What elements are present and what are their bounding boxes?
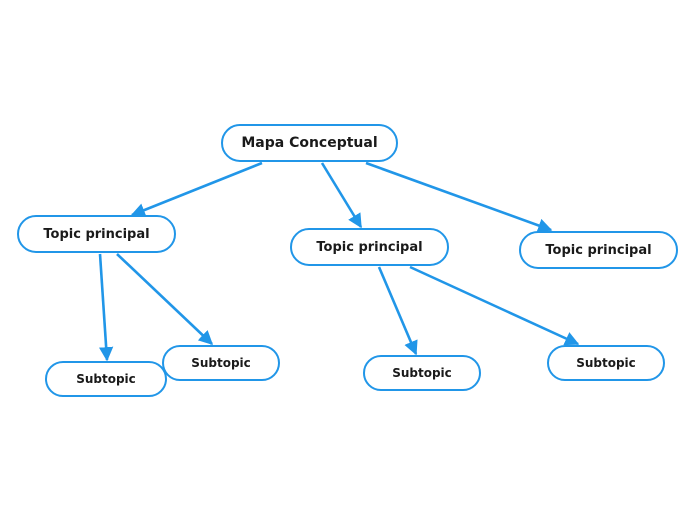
node-sub3[interactable]: Subtopic <box>363 355 481 391</box>
node-root[interactable]: Mapa Conceptual <box>221 124 398 162</box>
node-sub4[interactable]: Subtopic <box>547 345 665 381</box>
edge-root-topic2[interactable] <box>320 162 363 229</box>
node-label-topic1: Topic principal <box>43 226 150 242</box>
node-label-sub2: Subtopic <box>191 356 251 370</box>
node-sub2[interactable]: Subtopic <box>162 345 280 381</box>
node-topic1[interactable]: Topic principal <box>17 215 176 253</box>
node-label-sub1: Subtopic <box>76 372 136 386</box>
node-label-root: Mapa Conceptual <box>241 135 378 151</box>
node-label-topic3: Topic principal <box>545 242 652 258</box>
node-topic2[interactable]: Topic principal <box>290 228 449 266</box>
edge-topic1-sub2[interactable] <box>116 253 214 345</box>
edge-topic1-sub1[interactable] <box>98 253 114 362</box>
node-label-sub4: Subtopic <box>576 356 636 370</box>
edge-root-topic1[interactable] <box>130 161 263 217</box>
edge-topic2-sub3[interactable] <box>377 266 418 356</box>
node-sub1[interactable]: Subtopic <box>45 361 167 397</box>
node-label-topic2: Topic principal <box>316 239 423 255</box>
node-label-sub3: Subtopic <box>392 366 452 380</box>
connector-lines <box>98 161 580 362</box>
node-topic3[interactable]: Topic principal <box>519 231 678 269</box>
edge-topic2-sub4[interactable] <box>409 265 580 346</box>
edge-root-topic3[interactable] <box>365 161 553 233</box>
